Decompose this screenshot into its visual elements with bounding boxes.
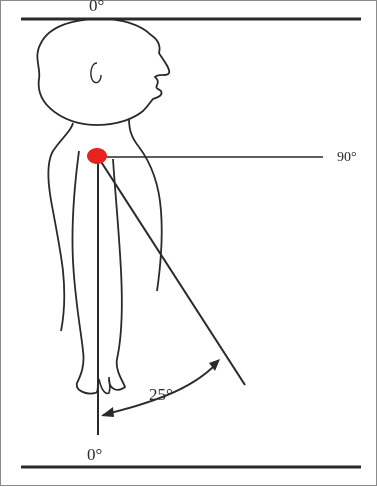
back-outline <box>48 123 73 331</box>
label-25-degrees: 25° <box>149 386 173 403</box>
label-top-0-degrees: 0° <box>89 0 104 14</box>
label-0-degrees: 0° <box>87 446 102 463</box>
chest-outline <box>129 119 162 291</box>
head-outline <box>37 19 169 125</box>
label-90-degrees: 90° <box>337 151 357 165</box>
shoulder-joint-marker <box>87 148 107 164</box>
arm-outline <box>72 151 99 394</box>
arc-arrowhead-left <box>101 407 114 417</box>
extension-line <box>98 157 245 385</box>
ear-outline <box>91 63 101 83</box>
